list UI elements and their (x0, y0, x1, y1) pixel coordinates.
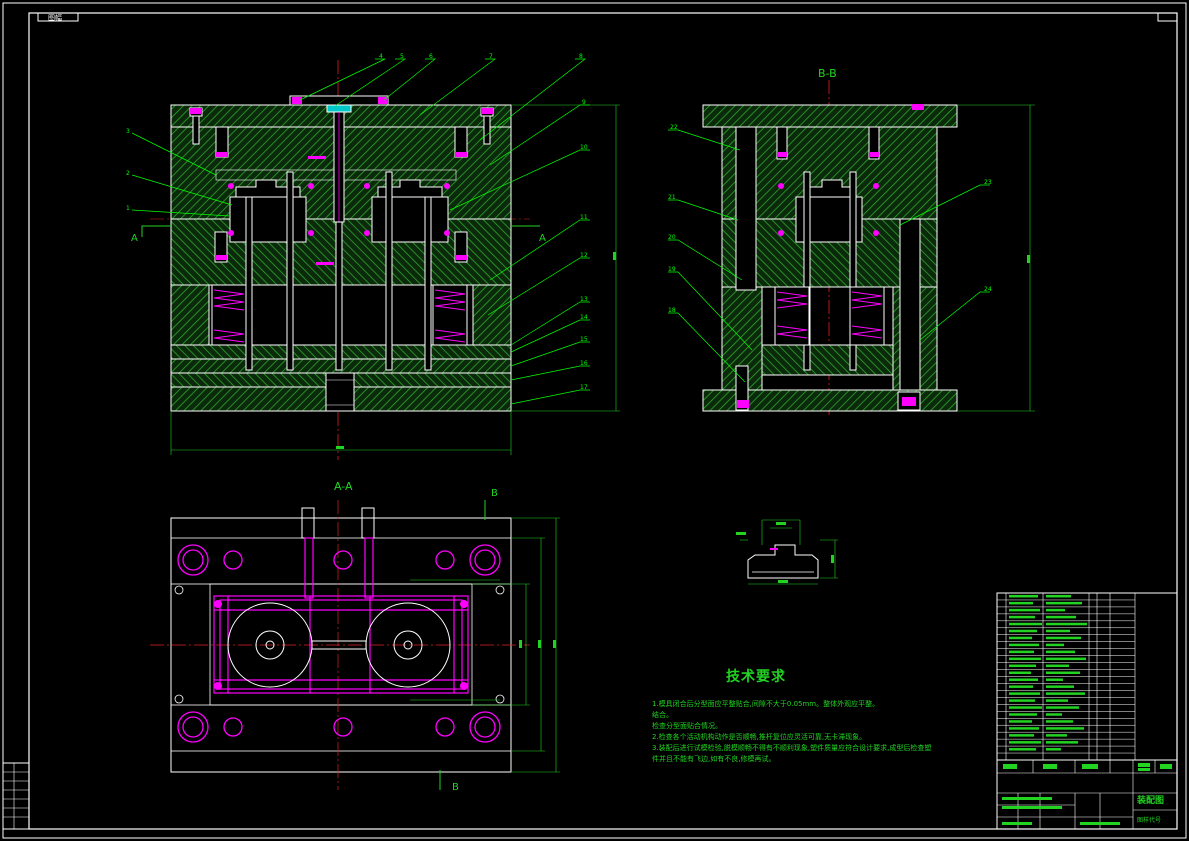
callout-15: 15 (580, 336, 588, 343)
parts-list-table (996, 592, 1178, 761)
parts-row-text-mark (1046, 678, 1063, 681)
parts-row-text-mark (1046, 685, 1074, 688)
callout-23: 23 (984, 179, 992, 186)
callout-18: 18 (668, 307, 676, 314)
drawing-name: 装配图 (1136, 794, 1164, 806)
callout-21: 21 (668, 194, 676, 201)
parts-row-text-mark (1009, 699, 1035, 702)
parts-row-text-mark (1009, 629, 1037, 633)
callout-5: 5 (400, 53, 404, 60)
tech-requirements-title: 技术要求 (726, 669, 786, 685)
parts-row-text-mark (1046, 601, 1082, 605)
parts-row-text-mark (1009, 636, 1032, 640)
parts-row-text-mark (1009, 650, 1034, 654)
parts-row-text-mark (1046, 713, 1062, 716)
callout-14: 14 (580, 314, 588, 321)
callout-24: 24 (984, 286, 992, 293)
parts-row-text-mark (1009, 734, 1034, 737)
parts-row-text-mark (1009, 601, 1033, 605)
parts-row-text-mark (1046, 699, 1068, 702)
parts-row-text-mark (1046, 657, 1086, 661)
parts-row-text-mark (1009, 678, 1038, 681)
section-title-bb: B-B (818, 67, 837, 80)
callout-6: 6 (429, 53, 433, 60)
parts-row-text-mark (1009, 671, 1031, 674)
parts-row-text-mark (1009, 741, 1041, 744)
callout-12: 12 (580, 252, 588, 259)
callout-2: 2 (126, 170, 130, 177)
parts-row-text-mark (1009, 657, 1041, 661)
parts-row-text-mark (1009, 643, 1039, 647)
callout-4: 4 (379, 53, 383, 60)
tech-requirement-line: 1.模具闭合后分型面应平整贴合,间隙不大于0.05mm。整体外观应平整。 (652, 700, 880, 708)
callout-1: 1 (126, 205, 130, 212)
callout-20: 20 (668, 234, 676, 241)
parts-row-text-mark (1046, 622, 1087, 626)
parts-row-text-mark (1046, 671, 1080, 674)
parts-row-text-mark (1009, 706, 1042, 709)
parts-row-text-mark (1046, 643, 1064, 647)
tech-requirement-line: 2.检查各个活动机构动作是否顺畅,推杆复位应灵活可靠,无卡滞现象。 (652, 733, 867, 741)
parts-row-text-mark (1046, 727, 1084, 730)
callout-11: 11 (580, 214, 588, 221)
tech-requirement-line: 结合。 (652, 711, 673, 719)
callout-7: 7 (489, 53, 493, 60)
parts-row-text-mark (1046, 706, 1079, 709)
parts-row-text-mark (1046, 720, 1073, 723)
parts-row-text-mark (1009, 594, 1038, 598)
parts-row-text-mark (1009, 685, 1033, 688)
parts-row-text-mark (1009, 713, 1037, 716)
callout-16: 16 (580, 360, 588, 367)
parts-row-text-mark (1046, 734, 1067, 737)
tech-requirement-line: 3.装配后进行试模检验,脱模顺畅不得有不顺利现象,塑件质量应符合设计要求,成型后… (652, 744, 932, 752)
callout-19: 19 (668, 266, 676, 273)
section-marker-b-bottom: B (452, 782, 459, 793)
parts-row-text-mark (1009, 748, 1036, 751)
callout-13: 13 (580, 296, 588, 303)
parts-row-text-mark (1009, 622, 1042, 626)
parts-row-text-mark (1009, 608, 1040, 612)
parts-row-text-mark (1009, 615, 1035, 619)
parts-row-text-mark (1009, 664, 1036, 668)
parts-row-text-mark (1009, 720, 1032, 723)
parts-row-text-mark (1046, 664, 1069, 668)
parts-row-text-mark (1046, 615, 1076, 619)
section-marker-b-top: B (491, 488, 498, 499)
drawing-code-label: 图样代号 (1137, 816, 1161, 824)
plan-view-aa: A-A (150, 480, 560, 793)
section-title-aa: A-A (334, 480, 353, 493)
parts-row-text-mark (1046, 594, 1071, 598)
section-marker-a-left: A (131, 233, 138, 244)
parts-row-text-mark (1046, 741, 1078, 744)
callout-22: 22 (670, 124, 678, 131)
title-block: 装配图 图样代号 (996, 759, 1178, 830)
parts-row-text-mark (1046, 650, 1075, 654)
tech-requirement-line: 检查分型面贴合情况。 (652, 722, 722, 730)
tech-requirement-line: 件并且不能有飞边,如有不良,修模再试。 (652, 755, 776, 763)
section-marker-a-right: A (539, 233, 546, 244)
callout-9: 9 (582, 99, 586, 106)
parts-row-text-mark (1046, 608, 1065, 612)
callout-8: 8 (579, 53, 583, 60)
parts-row-text-mark (1046, 748, 1061, 751)
front-section-view: A A 3 2 1 4 5 6 7 8 (126, 53, 620, 460)
part-detail-view (736, 519, 838, 585)
parts-row-text-mark (1046, 629, 1070, 633)
parts-row-text-mark (1046, 692, 1085, 695)
callout-10: 10 (580, 144, 588, 151)
side-section-view: B-B (668, 67, 1035, 415)
parts-row-text-mark (1046, 636, 1081, 640)
corner-tag: 图幅 (48, 13, 62, 22)
parts-row-text-mark (1009, 727, 1039, 730)
callout-17: 17 (580, 384, 588, 391)
callout-3: 3 (126, 128, 130, 135)
parts-row-text-mark (1009, 692, 1040, 695)
